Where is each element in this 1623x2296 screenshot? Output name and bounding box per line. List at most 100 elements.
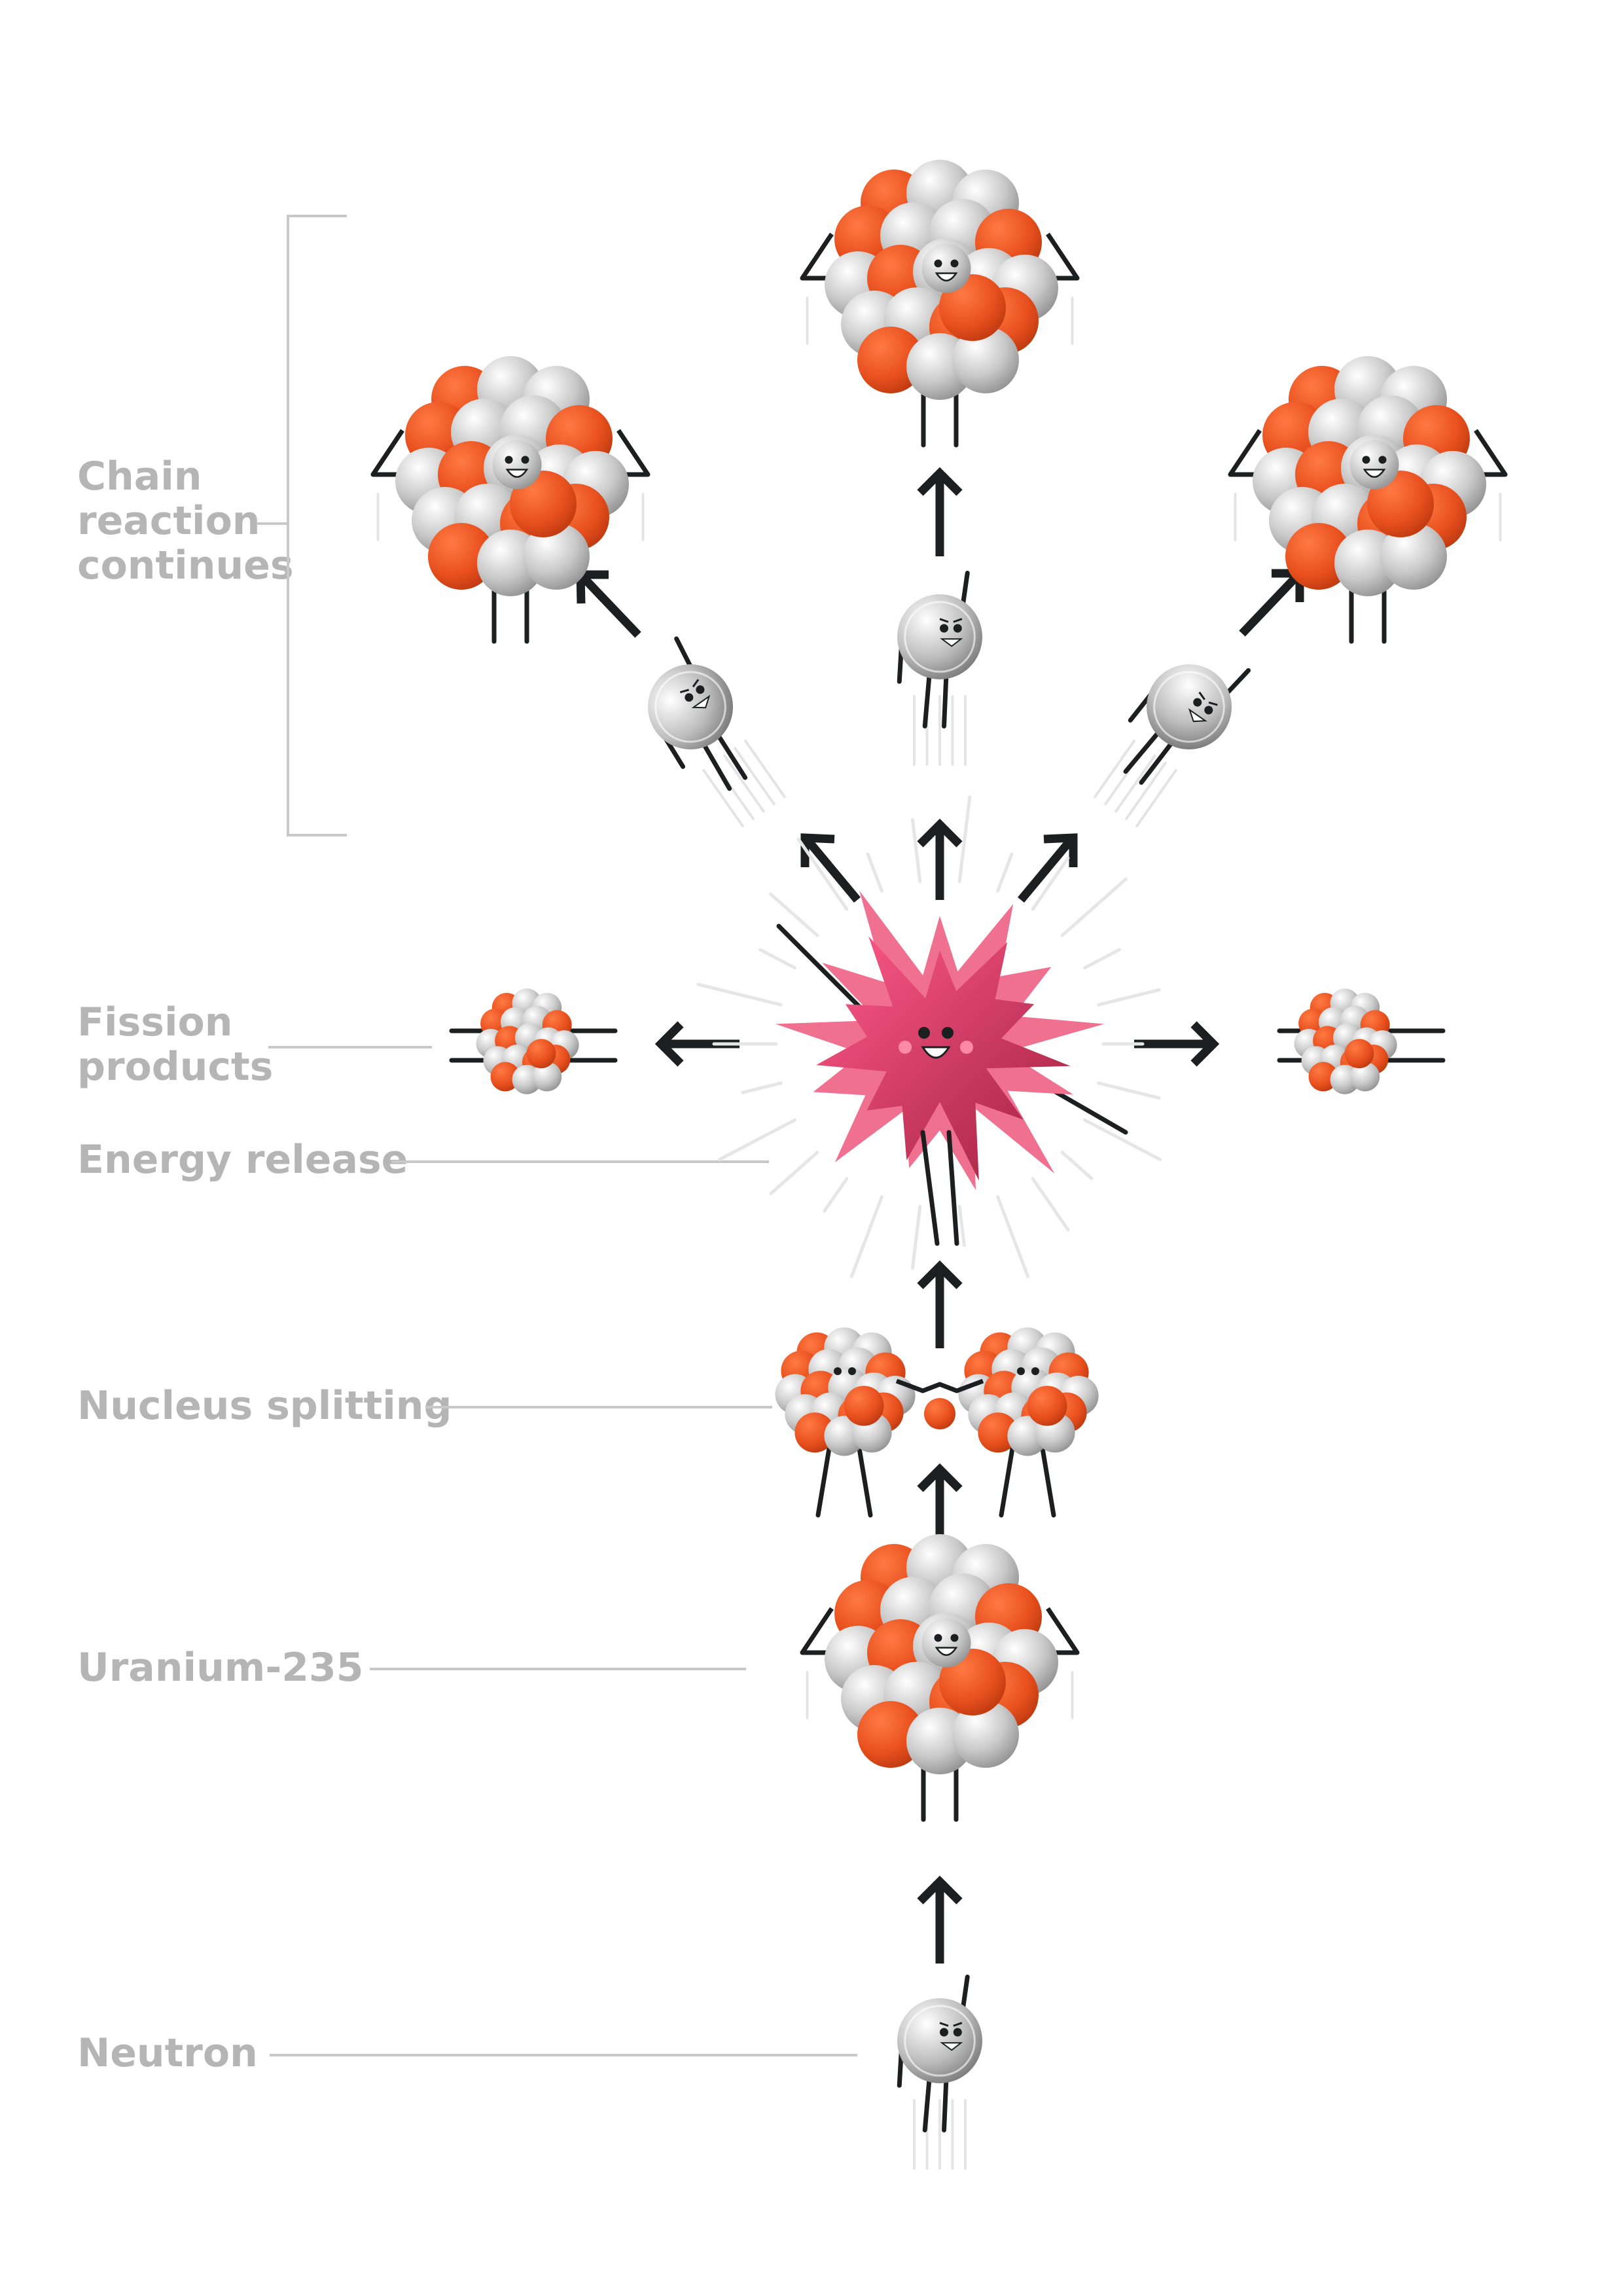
energy-ray — [758, 948, 797, 970]
eye-right — [953, 624, 962, 633]
motion-lines — [913, 695, 967, 766]
energy-ray — [1031, 856, 1070, 911]
energy-ray — [741, 1081, 783, 1094]
energy-ray — [1097, 1081, 1161, 1100]
arm-up — [961, 1975, 970, 2009]
neutron-ball — [1350, 1062, 1380, 1092]
energy-ray — [696, 982, 783, 1007]
neutron-rim — [1153, 671, 1225, 743]
eye-left — [685, 693, 694, 702]
energy-ray — [769, 1151, 819, 1196]
leg-right — [716, 734, 748, 780]
eye-left — [934, 259, 942, 268]
mouth — [1188, 708, 1207, 723]
mouth — [935, 1647, 958, 1656]
eye-right — [1031, 1367, 1039, 1375]
face-ball — [921, 1618, 971, 1668]
uranium-nucleus-icon-right — [1228, 356, 1508, 644]
face-ball — [1349, 440, 1399, 490]
eye-right — [950, 259, 959, 268]
uranium-nucleus-icon — [800, 1534, 1080, 1822]
fission-product-icon-right — [1277, 988, 1446, 1094]
eye-right — [1378, 456, 1387, 464]
uranium-nucleus-icon-left — [370, 356, 651, 644]
neutron-icon-right — [1094, 664, 1251, 828]
proton-ball — [978, 1412, 1018, 1453]
neutron-body — [897, 1998, 982, 2083]
mouth — [940, 638, 963, 647]
arrow-burst-up — [917, 818, 963, 900]
energy-ray — [718, 1118, 797, 1162]
label-chain-line-3: continues — [77, 543, 294, 588]
leg-left — [922, 2079, 932, 2132]
motion-line — [702, 768, 744, 828]
label-nucleus-splitting: Nucleus splitting — [77, 1383, 452, 1429]
split-half-left — [775, 1327, 916, 1518]
arrow-burst-right — [1134, 1021, 1220, 1067]
face-ball — [921, 243, 971, 293]
labels: Chain reaction continues Fission product… — [77, 454, 452, 2076]
arrow-neutron-to-top-nucleus — [917, 467, 963, 556]
motion-line — [1115, 754, 1156, 813]
brow-right — [953, 2022, 963, 2027]
motion-lines — [913, 2099, 967, 2170]
eye-left — [940, 2028, 948, 2037]
motion-lines — [702, 740, 786, 828]
eye-left — [934, 1634, 942, 1642]
energy-ray — [1097, 988, 1161, 1007]
leg-right — [1038, 1434, 1056, 1518]
label-fission-line-2: products — [77, 1044, 273, 1090]
energy-ray — [996, 1195, 1030, 1278]
burst-face — [899, 1027, 973, 1059]
energy-ray — [957, 795, 972, 884]
neutron-rim — [904, 601, 976, 673]
neutron-body — [1147, 664, 1232, 749]
leg-left — [1123, 731, 1160, 774]
brow-right — [692, 679, 700, 688]
eye-left — [1362, 456, 1370, 464]
eye-left — [1017, 1367, 1025, 1375]
label-energy-release: Energy release — [77, 1137, 408, 1183]
arm-up — [961, 571, 970, 605]
leg-left — [815, 1434, 834, 1518]
burst-eye-right — [942, 1027, 954, 1039]
leader-lines — [257, 215, 857, 2056]
energy-ray — [1031, 1177, 1070, 1232]
eye-left — [834, 1367, 842, 1375]
energy-ray — [796, 837, 849, 911]
eye-right — [696, 685, 705, 694]
energy-ray — [910, 818, 922, 884]
leg-left — [999, 1434, 1017, 1518]
label-neutron: Neutron — [77, 2030, 258, 2076]
proton-ball — [844, 1386, 884, 1426]
eye-right — [950, 1634, 959, 1642]
split-half-right — [958, 1327, 1099, 1518]
mouth — [505, 469, 529, 478]
characters — [370, 160, 1508, 2170]
energy-ray — [849, 1195, 883, 1278]
proton-ball — [1285, 523, 1352, 590]
motion-line — [1125, 761, 1167, 820]
face-ball — [492, 440, 542, 490]
leg-right — [942, 675, 949, 728]
motion-line — [1135, 768, 1177, 828]
brow-left — [1198, 691, 1205, 700]
neutron-icon-top — [897, 571, 982, 766]
label-uranium: Uranium-235 — [77, 1645, 363, 1691]
fission-product-icon-left — [449, 988, 618, 1094]
leg-right — [942, 2079, 949, 2132]
motion-line — [723, 754, 765, 813]
arrow-to-left-nucleus — [576, 570, 641, 638]
neutron-ball — [523, 523, 590, 590]
neutron-body — [648, 664, 733, 749]
arrow-to-right-nucleus — [1239, 569, 1304, 637]
eye-right — [953, 2028, 962, 2037]
mouth — [1363, 469, 1386, 478]
energy-ray — [1060, 1151, 1094, 1181]
leg-left — [702, 744, 732, 791]
neutron-rim — [904, 2005, 976, 2077]
neutron-icon-left — [648, 636, 786, 828]
arrow-burst-up-right — [1018, 833, 1078, 903]
energy-ray — [866, 852, 883, 893]
